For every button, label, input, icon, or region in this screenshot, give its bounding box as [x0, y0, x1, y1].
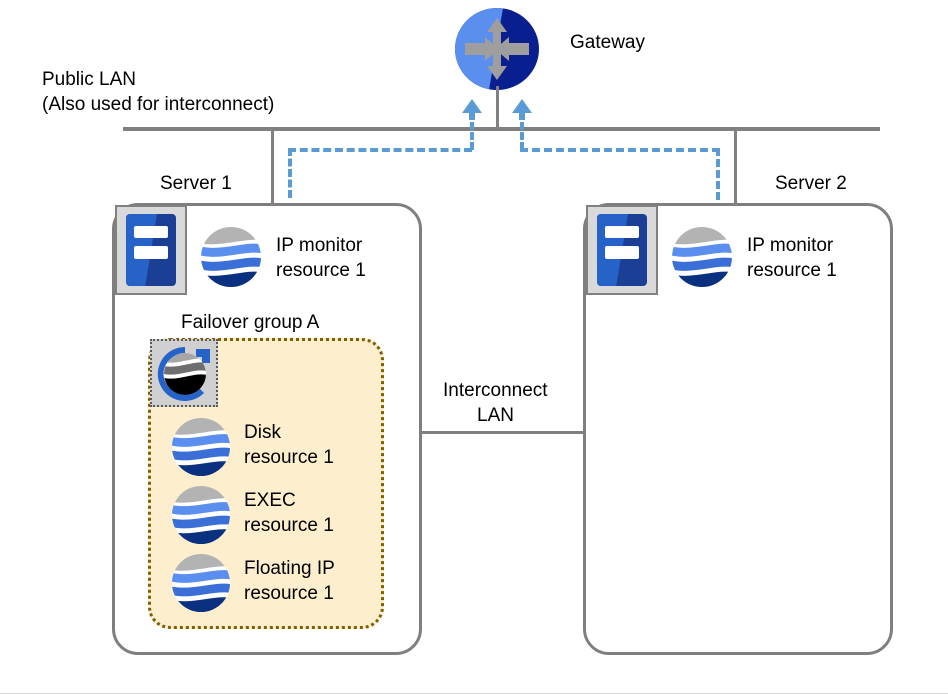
server-2-ip-monitor-icon [671, 226, 733, 288]
failover-resource-3-label-line2: resource 1 [244, 583, 334, 604]
failover-resource-2-label-line1: EXEC [244, 490, 296, 511]
failover-group-label: Failover group A [181, 312, 320, 333]
failover-resource-1-label-line1: Disk [244, 422, 281, 443]
public-lan-label-line1: Public LAN [42, 69, 136, 90]
server-2-server-icon [586, 205, 658, 295]
failover-resource-1-icon [171, 417, 231, 477]
failover-resource-2-icon [171, 485, 231, 545]
ip-monitor-route-1-arrow-icon [461, 98, 483, 120]
gateway-stem [496, 86, 499, 130]
server-1-label: Server 1 [160, 173, 232, 194]
failover-resource-1-label-line2: resource 1 [244, 447, 334, 468]
server-2-ip-monitor-label-line1: IP monitor [747, 235, 834, 256]
public-lan-drop-server-2 [734, 130, 737, 207]
gateway-label: Gateway [570, 32, 645, 53]
public-lan-label-line2: (Also used for interconnect) [42, 94, 275, 115]
server-1-ip-monitor-icon [200, 226, 262, 288]
failover-group-icon [150, 339, 218, 407]
server-1-server-icon [115, 205, 187, 295]
server-1-ip-monitor-label-line1: IP monitor [276, 235, 363, 256]
ip-monitor-route-2-arrow-icon [511, 98, 533, 120]
ip-monitor-route-2-horizontal [520, 148, 720, 152]
public-lan-drop-server-1 [271, 130, 274, 207]
server-1-ip-monitor-label-line2: resource 1 [276, 260, 366, 281]
failover-resource-3-label-line1: Floating IP [244, 558, 335, 579]
interconnect-lan-label-line1: Interconnect [443, 380, 548, 401]
ip-monitor-route-1-vertical-down [288, 148, 292, 198]
interconnect-lan-label-line2: LAN [477, 405, 514, 426]
server-2-label: Server 2 [775, 173, 847, 194]
failover-resource-3-icon [171, 553, 231, 613]
server-2-ip-monitor-label-line2: resource 1 [747, 260, 837, 281]
router-icon [455, 8, 539, 90]
ip-monitor-route-2-vertical-down [716, 148, 720, 200]
ip-monitor-route-2-vertical-up [520, 112, 524, 150]
ip-monitor-route-1-vertical-up [470, 112, 474, 150]
interconnect-lan-line [421, 431, 585, 434]
ip-monitor-route-1-horizontal [288, 148, 472, 152]
failover-resource-2-label-line2: resource 1 [244, 515, 334, 536]
public-lan-bus [123, 127, 880, 131]
